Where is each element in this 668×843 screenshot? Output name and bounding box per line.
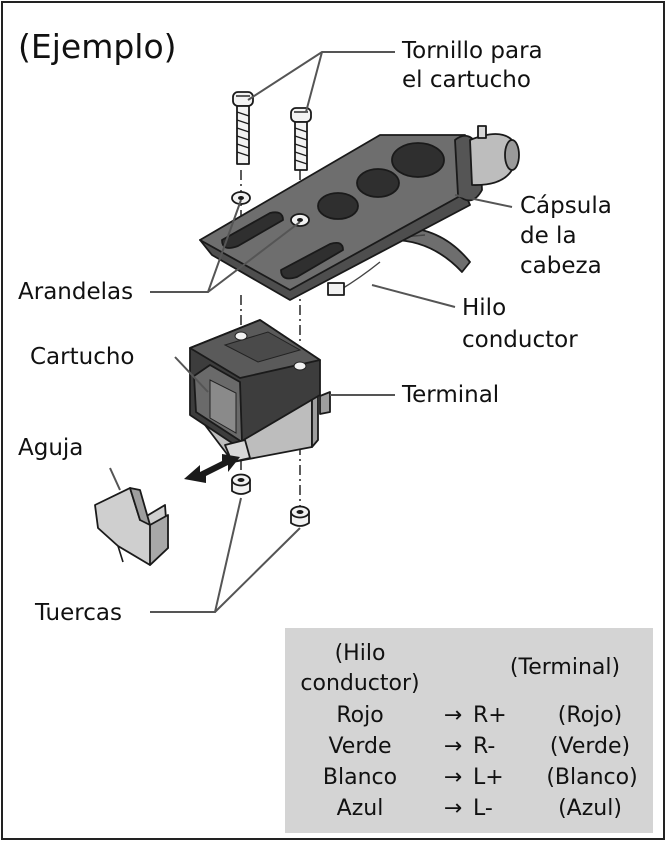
table-row-terminal: R- <box>473 734 495 759</box>
wiring-table: (Hilo conductor) (Terminal) Rojo → R+ (R… <box>285 628 653 833</box>
label-terminal: Terminal <box>401 382 499 408</box>
table-row-color: (Azul) <box>558 796 622 821</box>
nut-right <box>290 505 310 527</box>
headshell <box>199 125 520 301</box>
leader-stylus <box>109 467 121 491</box>
insert-direction-arrow <box>184 454 240 483</box>
table-row-wire: Verde <box>328 734 391 759</box>
lead-wire-clip <box>327 282 345 296</box>
label-screw-line1: Tornillo para <box>401 38 543 64</box>
wiring-table-background <box>285 628 653 833</box>
stylus-assembly <box>94 487 169 566</box>
table-row-arrow: → <box>444 734 462 759</box>
table-row-terminal: L- <box>473 796 493 821</box>
table-row-wire: Blanco <box>323 765 397 790</box>
table-row-wire: Azul <box>337 796 384 821</box>
washer-right <box>290 213 310 227</box>
table-row-arrow: → <box>444 796 462 821</box>
cartridge-screw-right <box>290 107 312 171</box>
nut-left <box>231 473 251 495</box>
leader-washers <box>150 199 301 293</box>
table-header-wire-line1: (Hilo <box>335 641 386 666</box>
label-lead-wire-line1: Hilo <box>462 295 506 321</box>
washer-left <box>231 191 251 205</box>
label-headshell-line2: de la <box>520 223 577 249</box>
label-cartridge: Cartucho <box>30 344 135 370</box>
table-row-color: (Verde) <box>550 734 630 759</box>
table-row-terminal: L+ <box>473 765 504 790</box>
leader-screw <box>247 51 395 113</box>
label-nuts: Tuercas <box>34 600 122 626</box>
leader-cartridge <box>174 356 209 393</box>
table-header-terminal: (Terminal) <box>510 655 620 680</box>
label-lead-wire-line2: conductor <box>462 327 578 353</box>
table-row-wire: Rojo <box>336 703 383 728</box>
cartridge-terminal-pins <box>319 391 331 415</box>
figure-title: (Ejemplo) <box>18 27 177 66</box>
table-row-color: (Rojo) <box>558 703 623 728</box>
leader-lead-wire <box>371 284 456 308</box>
table-header-wire-line2: conductor) <box>300 671 419 696</box>
table-row-terminal: R+ <box>473 703 507 728</box>
label-headshell-line1: Cápsula <box>520 193 612 219</box>
leader-nuts <box>150 497 301 613</box>
table-row-arrow: → <box>444 703 462 728</box>
cartridge-screw-left <box>232 91 254 165</box>
label-headshell-line3: cabeza <box>520 253 602 279</box>
label-stylus: Aguja <box>18 435 83 461</box>
cartridge-body <box>189 319 331 463</box>
label-screw-line2: el cartucho <box>402 67 531 93</box>
table-row-arrow: → <box>444 765 462 790</box>
leader-headshell <box>454 194 513 208</box>
label-washers: Arandelas <box>18 279 133 305</box>
table-row-color: (Blanco) <box>546 765 637 790</box>
